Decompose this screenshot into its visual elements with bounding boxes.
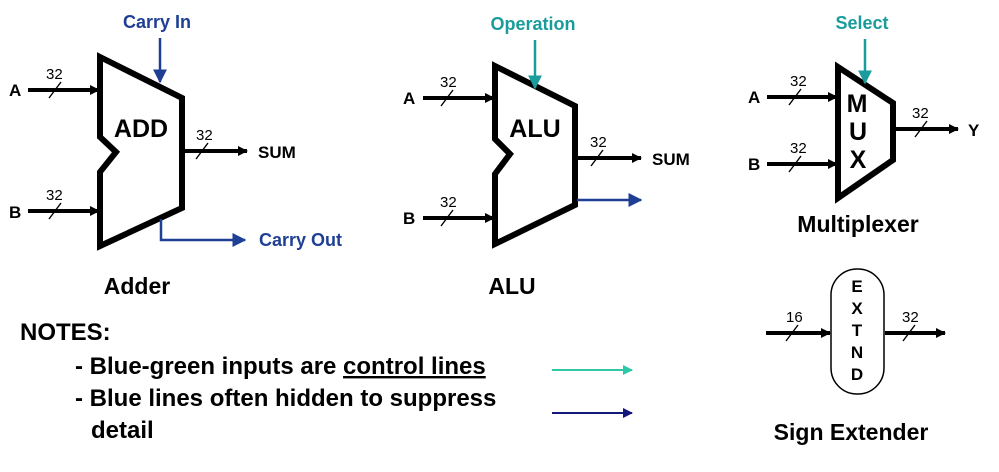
mux-letter-u: U	[849, 118, 867, 146]
mux-letter-x: X	[850, 146, 867, 174]
notes-heading: NOTES:	[20, 319, 111, 346]
mux-letter-m: M	[847, 90, 868, 118]
alu-caption: ALU	[488, 273, 535, 299]
mux-input-b-width-slash	[788, 155, 802, 173]
mux-input-a-label: A	[748, 88, 760, 107]
adder-block: ADD Carry In A 32 B 32 32 SUM Carry Out …	[9, 12, 342, 299]
adder-body	[97, 52, 185, 251]
sign-extender-letter-x: X	[851, 299, 863, 318]
adder-input-a-label: A	[9, 81, 21, 100]
sign-extender-letter-d: D	[851, 365, 863, 384]
adder-carry-out-arrow	[159, 219, 247, 247]
mux-caption: Multiplexer	[797, 211, 918, 237]
alu-output-label: SUM	[652, 150, 690, 169]
sign-extender-caption: Sign Extender	[774, 419, 929, 445]
adder-carry-in-label: Carry In	[123, 12, 191, 32]
adder-input-b-label: B	[9, 203, 21, 222]
sign-extender-letter-n: N	[851, 343, 863, 362]
alu-input-b-label: B	[403, 209, 415, 228]
alu-operation-label: Operation	[490, 14, 575, 34]
notes-section: NOTES: - Blue-green inputs are control l…	[20, 319, 633, 444]
adder-input-b-width: 32	[46, 187, 63, 204]
sign-extender-letter-t: T	[852, 321, 863, 340]
alu-input-b-width-slash	[440, 209, 454, 227]
adder-caption: Adder	[104, 273, 171, 299]
adder-input-a-width-slash	[48, 81, 62, 99]
sign-extender-letter-e: E	[851, 277, 862, 296]
sign-extender-input-width-slash	[785, 324, 799, 342]
adder-input-a-width: 32	[46, 66, 63, 83]
alu-body	[492, 61, 578, 249]
alu-block: ALU Operation A 32 B 32 32 SUM ALU	[403, 14, 690, 299]
adder-carry-out-label: Carry Out	[259, 230, 342, 250]
notes-line-1-underlined: control lines	[343, 353, 486, 380]
alu-output-width-slash	[590, 149, 604, 167]
sign-extender-body	[830, 268, 885, 395]
alu-input-a-label: A	[403, 89, 415, 108]
adder-label: ADD	[114, 115, 168, 143]
mux-input-a-width-slash	[788, 88, 802, 106]
mux-body	[835, 61, 896, 204]
mux-output-label: Y	[968, 121, 980, 140]
mux-input-b-label: B	[748, 155, 760, 174]
mux-select-label: Select	[835, 13, 888, 33]
alu-input-a-width-slash	[440, 89, 454, 107]
notes-line-1: - Blue-green inputs are control lines	[75, 353, 486, 380]
mux-input-b-width: 32	[790, 140, 807, 157]
adder-output-label: SUM	[258, 143, 296, 162]
notes-line-2: - Blue lines often hidden to suppress	[75, 385, 496, 412]
sign-extender-output-width-slash	[902, 324, 916, 342]
mux-block: M U X Select A 32 B 32 32 Y Multiplexer	[748, 13, 980, 237]
mux-input-a-width: 32	[790, 73, 807, 90]
alu-output-width: 32	[590, 134, 607, 151]
notes-line-1-prefix: - Blue-green inputs are	[75, 353, 343, 380]
sign-extender-block: E X T N D 16 32 Sign Extender	[766, 268, 946, 445]
sign-extender-input-width: 16	[786, 309, 803, 326]
notes-line-3: detail	[91, 417, 154, 444]
alu-input-b-width: 32	[440, 194, 457, 211]
alu-label: ALU	[509, 115, 560, 143]
mux-output-width: 32	[912, 105, 929, 122]
adder-output-width: 32	[196, 127, 213, 144]
mux-output-width-slash	[914, 120, 928, 138]
alu-input-a-width: 32	[440, 74, 457, 91]
sign-extender-output-width: 32	[902, 309, 919, 326]
adder-input-b-width-slash	[48, 202, 62, 220]
adder-output-width-slash	[195, 142, 209, 160]
